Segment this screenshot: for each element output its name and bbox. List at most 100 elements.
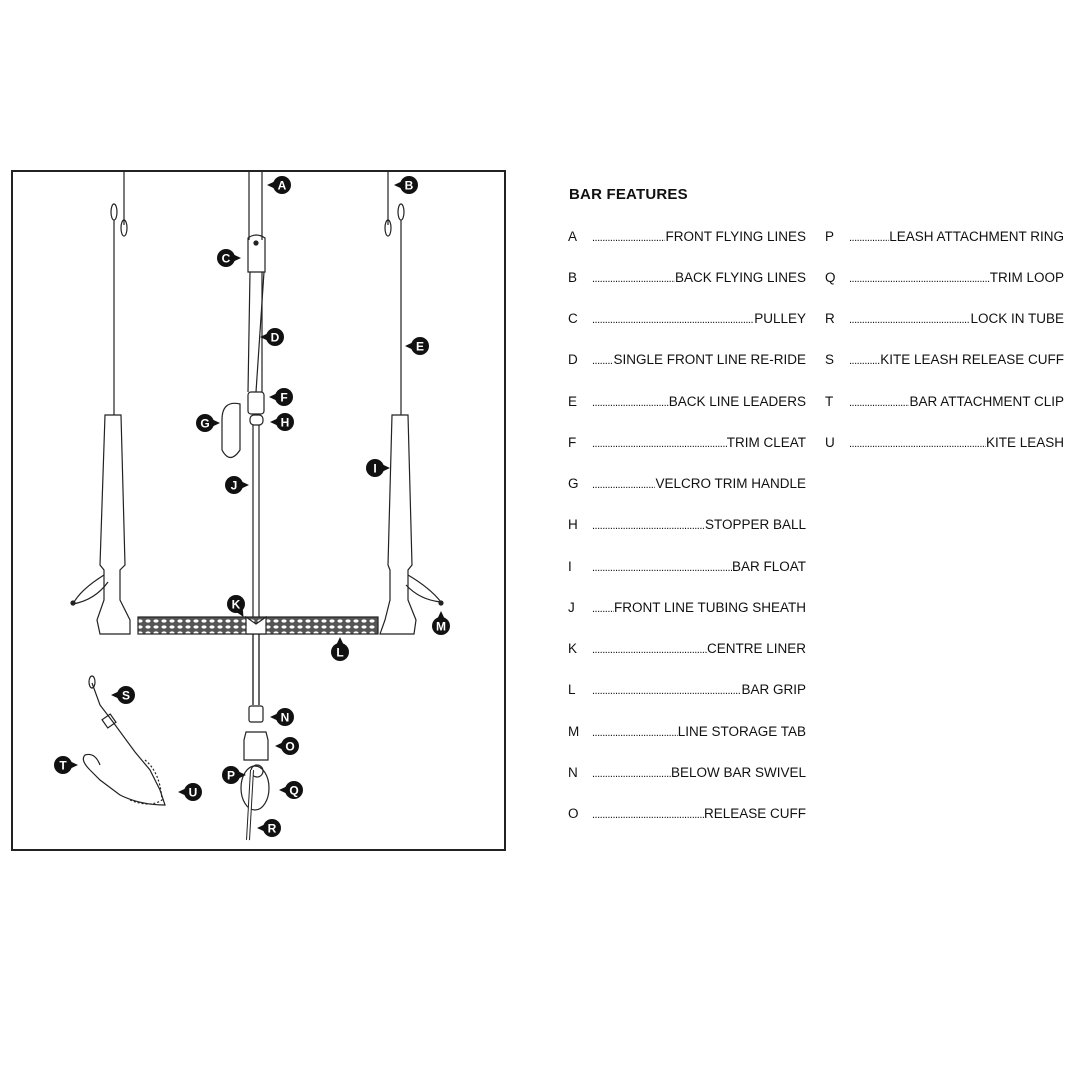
kite-leash — [89, 682, 166, 806]
feature-letter: N — [568, 765, 578, 780]
callout-letter: C — [222, 252, 231, 266]
feature-label: KITE LEASH — [985, 435, 1064, 450]
callout-letter: R — [268, 822, 277, 836]
feature-row: I.......................................… — [568, 559, 806, 577]
feature-label: LOCK IN TUBE — [970, 311, 1064, 326]
feature-letter: K — [568, 641, 578, 656]
feature-row: H.......................................… — [568, 517, 806, 535]
feature-label: PULLEY — [754, 311, 806, 326]
feature-label: LINE STORAGE TAB — [677, 724, 806, 739]
feature-row: N.......................................… — [568, 765, 806, 783]
callout-letter: T — [59, 759, 67, 773]
leader-dots: ........................................… — [592, 520, 705, 532]
feature-row: L.......................................… — [568, 682, 806, 700]
feature-row: O.......................................… — [568, 806, 806, 824]
feature-letter: A — [568, 229, 578, 244]
callout-letter: J — [231, 479, 238, 493]
callout-letter: M — [436, 620, 446, 634]
feature-label: KITE LEASH RELEASE CUFF — [880, 352, 1064, 367]
leader-dots: ........................................… — [592, 685, 741, 697]
callout-marker-f: F — [269, 388, 293, 406]
callout-letter: D — [271, 331, 280, 345]
velcro-trim-handle — [221, 402, 241, 459]
feature-letter: B — [568, 270, 578, 285]
feature-letter: I — [568, 559, 572, 574]
feature-row: M.......................................… — [568, 724, 806, 742]
leader-dots: ........................................… — [592, 603, 614, 615]
callout-letter: F — [280, 391, 287, 405]
feature-row: G.......................................… — [568, 476, 806, 494]
feature-row: J.......................................… — [568, 600, 806, 618]
feature-row: K.......................................… — [568, 641, 806, 659]
callout-letter: E — [416, 340, 424, 354]
leader-dots: ........................................… — [849, 397, 909, 409]
feature-letter: M — [568, 724, 580, 739]
feature-row: U.......................................… — [825, 435, 1064, 453]
leader-dots: ........................................… — [592, 479, 656, 491]
pulley — [247, 234, 266, 273]
callout-letter: H — [281, 416, 290, 430]
feature-label: CENTRE LINER — [706, 641, 806, 656]
callout-letter: L — [336, 646, 343, 660]
callout-marker-g: G — [196, 414, 220, 432]
leader-dots: ........................................… — [592, 727, 678, 739]
leader-dots: ........................................… — [592, 355, 613, 367]
callout-marker-l: L — [331, 637, 349, 661]
callout-letter: P — [227, 769, 235, 783]
callout-marker-s: S — [111, 686, 135, 704]
feature-row: C.......................................… — [568, 311, 806, 329]
feature-row: D.......................................… — [568, 352, 806, 370]
feature-label: TRIM CLEAT — [726, 435, 806, 450]
feature-label: RELEASE CUFF — [703, 806, 806, 821]
callout-letter: A — [278, 179, 287, 193]
callout-marker-n: N — [270, 708, 294, 726]
feature-label: LEASH ATTACHMENT RING — [889, 229, 1064, 244]
leader-dots: ........................................… — [592, 438, 727, 450]
callout-marker-m: M — [432, 611, 450, 635]
feature-row: A.......................................… — [568, 229, 806, 247]
feature-letter: H — [568, 517, 578, 532]
leader-dots: ........................................… — [592, 562, 732, 574]
callout-marker-q: Q — [279, 781, 303, 799]
leader-dots: ........................................… — [849, 438, 986, 450]
feature-label: BAR ATTACHMENT CLIP — [909, 394, 1064, 409]
feature-letter: G — [568, 476, 579, 491]
feature-letter: O — [568, 806, 579, 821]
feature-letter: S — [825, 352, 835, 367]
leader-dots: ........................................… — [592, 768, 671, 780]
leader-dots: ........................................… — [592, 232, 665, 244]
callout-letter: G — [200, 417, 209, 431]
feature-label: STOPPER BALL — [704, 517, 806, 532]
leader-dots: ........................................… — [592, 273, 675, 285]
callout-marker-u: U — [178, 783, 202, 801]
feature-row: T.......................................… — [825, 394, 1064, 412]
callout-marker-t: T — [54, 756, 78, 774]
callout-letter: S — [122, 689, 130, 703]
leader-dots: ........................................… — [592, 809, 704, 821]
callout-letter: K — [232, 598, 241, 612]
callout-letter: U — [189, 786, 198, 800]
callout-marker-c: C — [217, 249, 241, 267]
callout-marker-a: A — [267, 176, 291, 194]
leader-dots: ........................................… — [592, 644, 707, 656]
feature-letter: L — [568, 682, 576, 697]
feature-label: SINGLE FRONT LINE RE-RIDE — [613, 352, 806, 367]
feature-label: FRONT LINE TUBING SHEATH — [613, 600, 806, 615]
feature-letter: T — [825, 394, 834, 409]
feature-row: Q.......................................… — [825, 270, 1064, 288]
leader-dots: ........................................… — [592, 397, 669, 409]
feature-row: B.......................................… — [568, 270, 806, 288]
leader-dots: ........................................… — [849, 355, 880, 367]
feature-label: BACK FLYING LINES — [674, 270, 806, 285]
callout-letter: I — [373, 462, 376, 476]
callout-marker-e: E — [405, 337, 429, 355]
feature-row: P.......................................… — [825, 229, 1064, 247]
callout-marker-i: I — [366, 459, 390, 477]
feature-letter: D — [568, 352, 578, 367]
feature-label: BAR FLOAT — [731, 559, 806, 574]
feature-letter: U — [825, 435, 835, 450]
bar-float-right — [379, 414, 417, 635]
feature-label: BAR GRIP — [741, 682, 806, 697]
leader-dots: ........................................… — [849, 232, 889, 244]
leader-dots: ........................................… — [849, 314, 970, 326]
